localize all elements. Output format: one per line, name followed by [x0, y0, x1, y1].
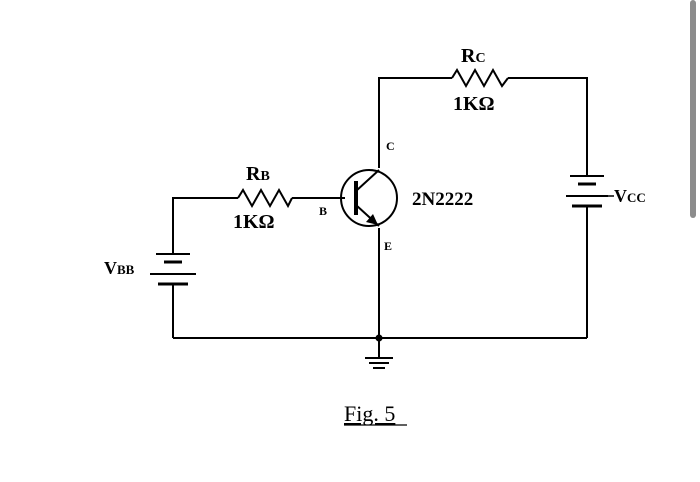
wire-rc-vcc	[508, 77, 588, 176]
junction-dot	[375, 334, 383, 342]
resistor-rc: RC 1KΩ	[451, 45, 509, 115]
resistor-rb-label: RB	[246, 163, 270, 185]
pin-c-label: C	[386, 139, 395, 153]
resistor-rb-value: 1KΩ	[233, 211, 275, 233]
emitter-arrow-icon	[366, 214, 378, 225]
pin-b-label: B	[319, 204, 327, 218]
transistor-collector-lead	[355, 169, 380, 192]
ground-icon	[365, 357, 393, 369]
transistor-2n2222: C B E 2N2222	[319, 139, 473, 253]
vertical-scrollbar[interactable]	[690, 0, 696, 218]
vcc-label: VCC	[614, 186, 646, 206]
wire-collector-top	[378, 77, 452, 168]
resistor-rc-value: 1KΩ	[453, 93, 495, 115]
battery-vbb: VBB	[104, 253, 196, 294]
transistor-body	[340, 169, 398, 227]
figure-caption: Fig. 5	[344, 401, 395, 426]
transistor-part-label: 2N2222	[412, 189, 473, 210]
pin-e-label: E	[384, 239, 392, 253]
wire-vbb-rb	[172, 197, 238, 254]
battery-vcc: VCC	[566, 175, 646, 216]
vbb-label: VBB	[104, 258, 135, 278]
resistor-rc-zigzag	[451, 67, 509, 89]
resistor-rc-label: RC	[461, 45, 486, 67]
resistor-rb-zigzag	[237, 187, 293, 209]
resistor-rb: RB 1KΩ	[233, 163, 293, 233]
